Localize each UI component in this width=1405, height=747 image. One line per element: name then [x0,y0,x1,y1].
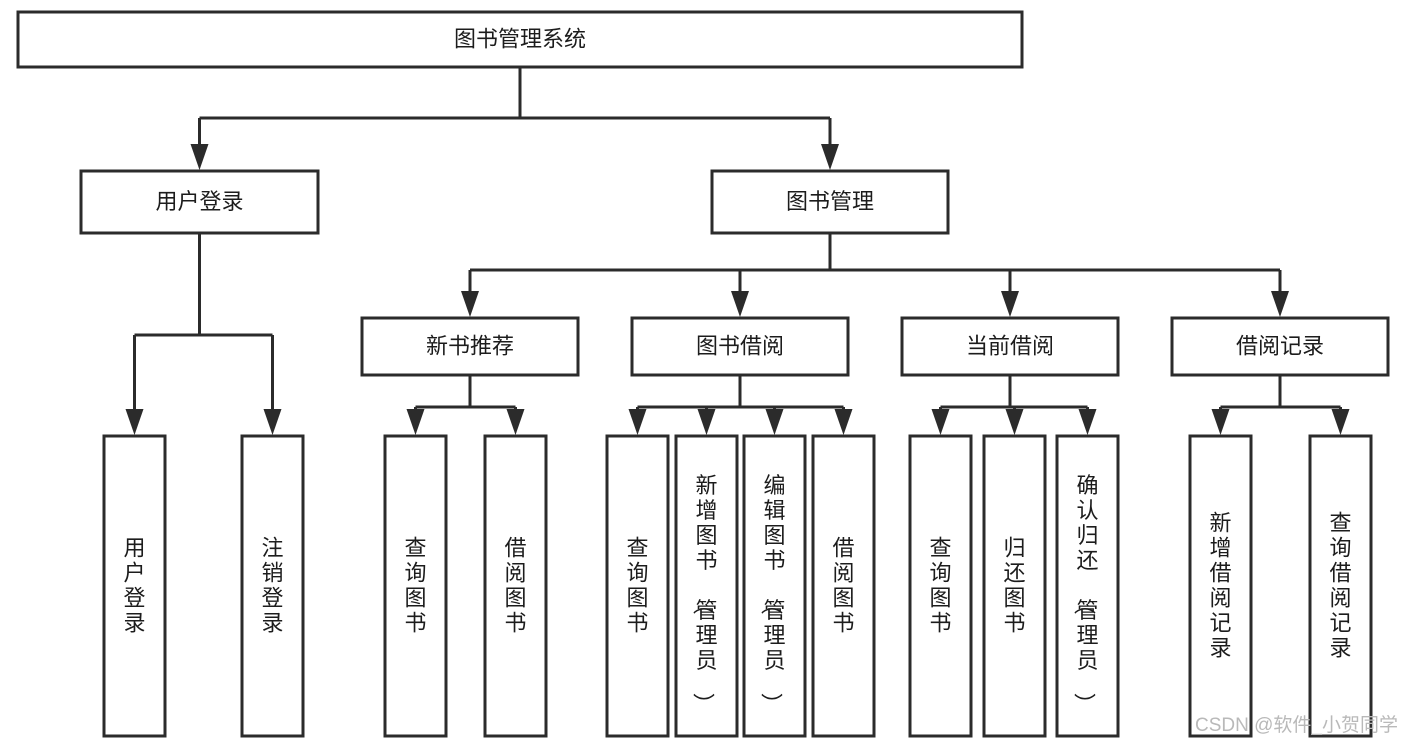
csdn-watermark: CSDN @软件_小贺同学 [1195,714,1398,736]
node-label: 新书推荐 [426,333,514,358]
node-leaf-user-login[interactable]: 用户登录 [102,434,167,738]
node-leaf-query-record[interactable]: 查询借阅记录 [1308,434,1373,738]
node-label: 查询图书 [404,535,426,635]
connector-layer [125,67,1350,435]
connector-group-root [190,67,839,170]
node-new-book-rec[interactable]: 新书推荐 [360,316,580,377]
node-label: 注销登录 [261,535,283,635]
node-leaf-query-book[interactable]: 查询图书 [605,434,670,738]
node-label: 确认归还（管理员） [1071,473,1098,715]
node-leaf-borrow-book[interactable]: 借阅图书 [811,434,876,738]
node-label: 图书管理系统 [454,26,586,51]
node-label: 当前借阅 [966,333,1054,358]
node-leaf-query-book-rec[interactable]: 查询图书 [383,434,448,738]
node-leaf-logout[interactable]: 注销登录 [240,434,305,738]
node-leaf-confirm-return[interactable]: 确认归还（管理员） [1055,434,1120,738]
node-leaf-return-book[interactable]: 归还图书 [982,434,1047,738]
node-label: 编辑图书（管理员） [758,473,785,715]
connector-group-book-manage [461,233,1289,317]
node-book-borrow[interactable]: 图书借阅 [630,316,850,377]
node-label: 借阅图书 [504,535,526,635]
node-label: 查询图书 [929,535,951,635]
node-label: 用户登录 [123,535,145,635]
node-leaf-add-record[interactable]: 新增借阅记录 [1188,434,1253,738]
node-label: 归还图书 [1003,535,1025,635]
node-label: 查询图书 [626,535,648,635]
connector-group-new-book-rec [406,375,525,435]
node-label: 借阅记录 [1236,333,1324,358]
node-leaf-edit-book[interactable]: 编辑图书（管理员） [742,434,807,738]
node-label: 借阅图书 [832,535,854,635]
connector-group-book-borrow [628,375,853,435]
node-leaf-borrow-book-rec[interactable]: 借阅图书 [483,434,548,738]
node-borrow-record[interactable]: 借阅记录 [1170,316,1390,377]
connector-group-current-borrow [931,375,1097,435]
node-user-login[interactable]: 用户登录 [79,169,320,235]
node-label: 查询借阅记录 [1329,510,1351,660]
node-label: 新增借阅记录 [1209,510,1231,660]
node-leaf-add-book[interactable]: 新增图书（管理员） [674,434,739,738]
node-current-borrow[interactable]: 当前借阅 [900,316,1120,377]
node-leaf-query-book-cur[interactable]: 查询图书 [908,434,973,738]
node-label: 用户登录 [155,189,243,214]
node-label: 图书管理 [786,189,874,214]
node-book-manage[interactable]: 图书管理 [710,169,950,235]
connector-group-borrow-record [1211,375,1350,435]
connector-group-user-login [125,233,282,435]
node-label: 图书借阅 [696,333,784,358]
node-label: 新增图书（管理员） [690,473,717,715]
node-layer: 图书管理系统用户登录图书管理新书推荐图书借阅当前借阅借阅记录用户登录注销登录查询… [16,10,1390,738]
node-root[interactable]: 图书管理系统 [16,10,1024,69]
